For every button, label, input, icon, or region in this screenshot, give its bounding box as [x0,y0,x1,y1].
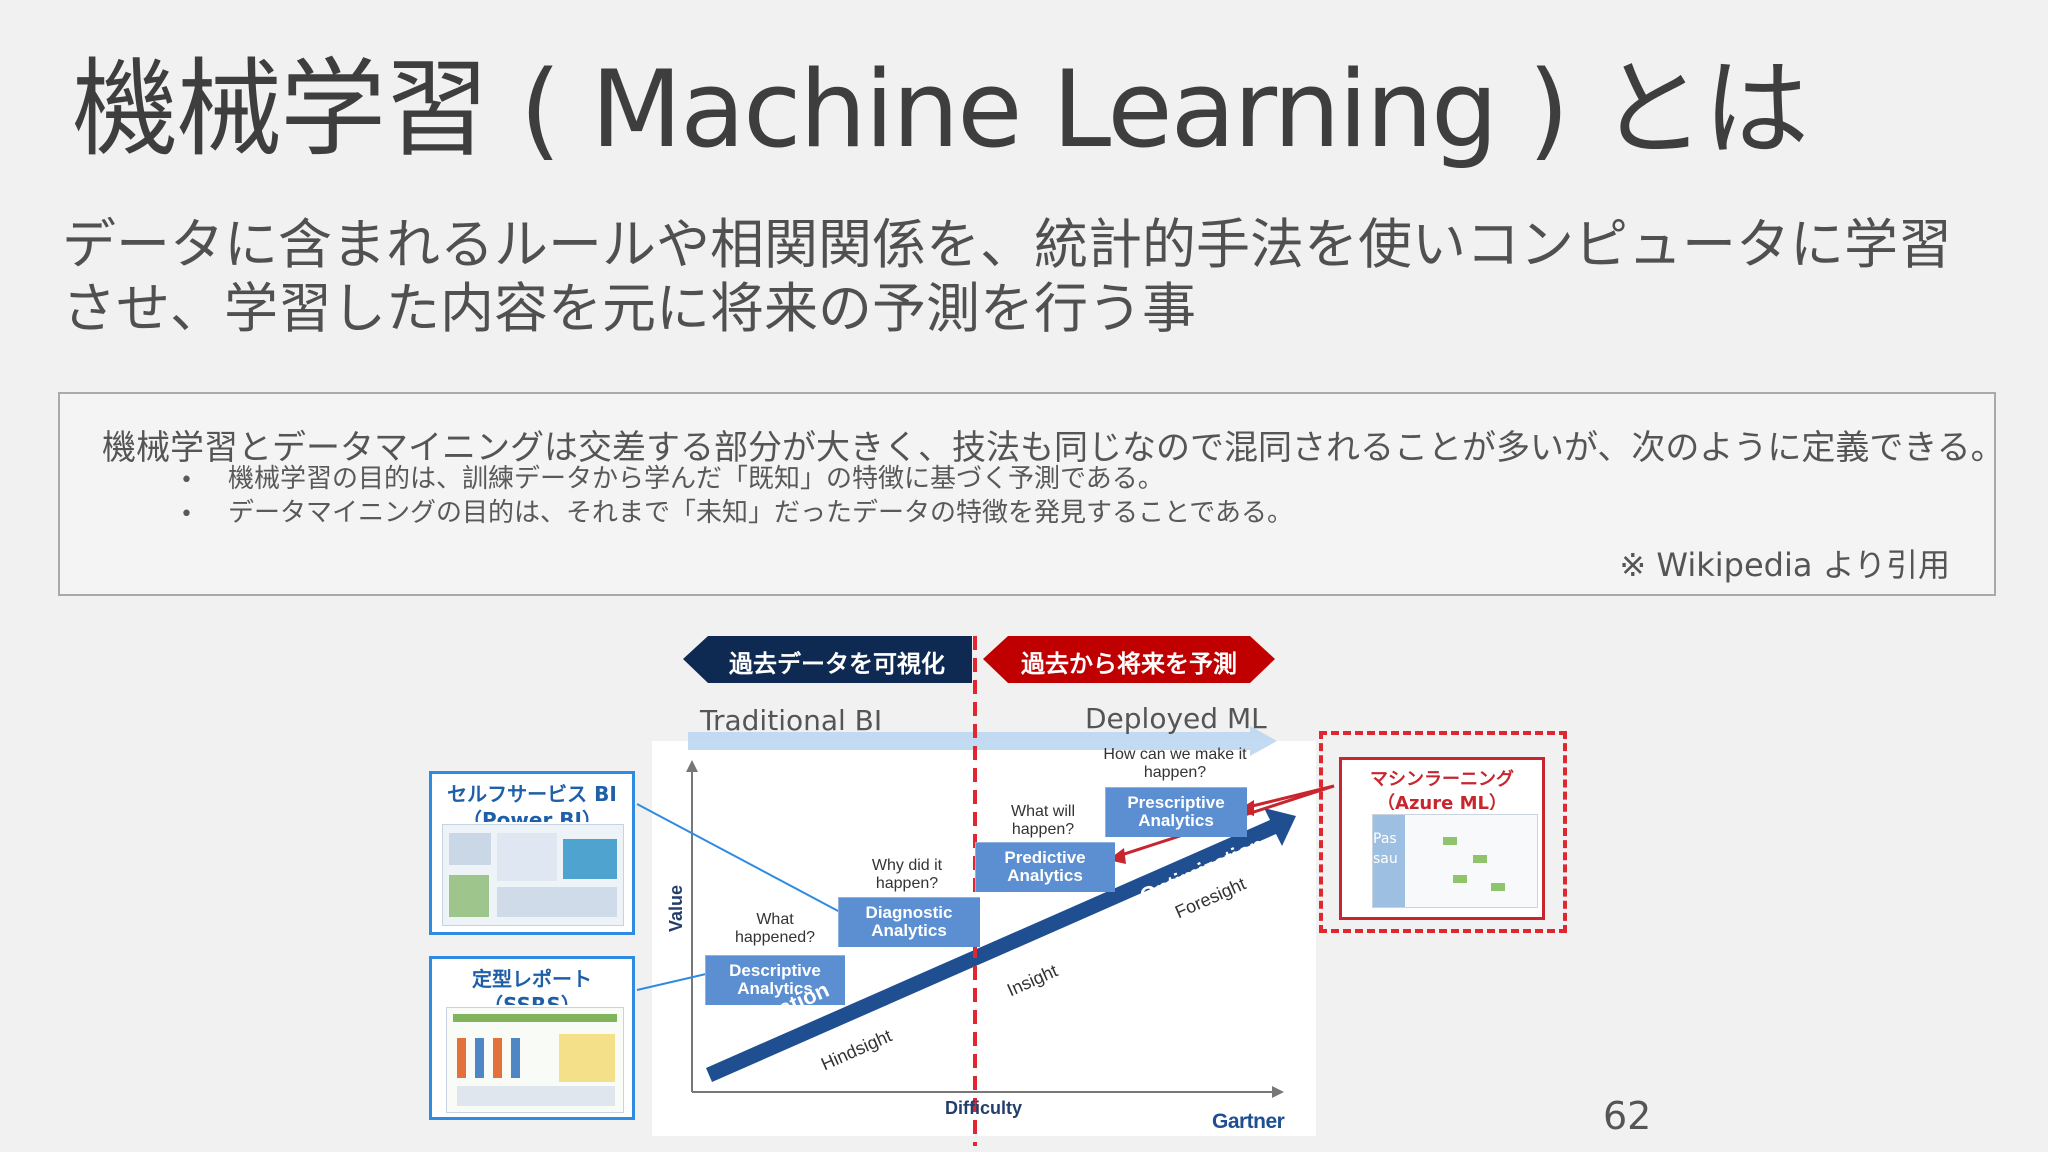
header-left-label: 過去データを可視化 [729,650,945,678]
ml-screenshot-sidebar: Pas sau [1373,815,1405,907]
ssrs-card: 定型レポート （SSRS） [429,956,635,1120]
slide-title: 機械学習 ( Machine Learning ) とは [72,48,1809,171]
ml-side-text: sau [1373,851,1398,867]
question-descriptive: What happened? [734,911,816,946]
ssrs-card-subtitle: （SSRS） [483,993,581,1005]
screenshot-panel [559,1034,615,1082]
descriptive-analytics-box: Descriptive Analytics [705,955,845,1005]
power-bi-card-title: セルフサービス BI [447,782,617,806]
bullet-text: データマイニングの目的は、それまで「未知」だったデータの特徴を発見することである… [228,498,1293,528]
ml-side-text: Pas [1373,831,1397,847]
power-bi-card: セルフサービス BI （Power BI） [429,771,635,935]
screenshot-panel [563,839,617,879]
deployed-ml-label: Deployed ML [1085,702,1267,735]
screenshot-panel [1491,883,1505,891]
page-number: 62 [1603,1094,1652,1138]
header-right-label: 過去から将来を予測 [1021,650,1237,678]
screenshot-panel [1473,855,1487,863]
machine-learning-card: マシンラーニング （Azure ML） Pas sau [1339,757,1545,920]
screenshot-panel [449,833,491,865]
quote-box: 機械学習とデータマイニングは交差する部分が大きく、技法も同じなので混同されること… [58,392,2005,596]
question-diagnostic: Why did it happen? [871,857,943,892]
list-item: • データマイニングの目的は、それまで「未知」だったデータの特徴を発見することであ… [180,496,1293,530]
screenshot-panel [1443,837,1457,845]
ml-card-title: マシンラーニング [1370,769,1514,790]
traditional-bi-label: Traditional BI [700,704,883,737]
gartner-logo: Gartner [1212,1110,1285,1133]
diagnostic-analytics-box: Diagnostic Analytics [838,897,980,947]
bullet-icon: • [180,468,193,493]
machine-learning-dashed-frame [1319,731,1567,933]
screenshot-panel [457,1038,547,1078]
screenshot-panel [449,875,489,917]
ssrs-screenshot [446,1007,624,1113]
list-item: • 機械学習の目的は、訓練データから学んだ「既知」の特徴に基づく予測である。 [180,462,1293,496]
screenshot-panel [453,1014,617,1022]
x-axis-label: Difficulty [945,1098,1023,1118]
screenshot-panel [497,833,557,881]
azure-ml-screenshot: Pas sau [1372,814,1538,908]
y-axis-label: Value [666,884,686,932]
predictive-analytics-box: Predictive Analytics [975,842,1115,892]
ssrs-card-title: 定型レポート [472,967,592,991]
screenshot-panel [457,1086,615,1106]
prescriptive-analytics-box: Prescriptive Analytics [1105,787,1247,837]
ml-card-subtitle: （Azure ML） [1377,793,1507,810]
screenshot-panel [497,887,617,917]
quote-bullet-list: • 機械学習の目的は、訓練データから学んだ「既知」の特徴に基づく予測である。 • デ… [180,462,1293,530]
bullet-text: 機械学習の目的は、訓練データから学んだ「既知」の特徴に基づく予測である。 [228,464,1164,494]
power-bi-card-subtitle: （Power BI） [462,808,602,822]
power-bi-screenshot [442,824,624,926]
question-predictive: What will happen? [1010,803,1075,838]
question-prescriptive: How can we make it happen? [1103,746,1247,781]
bullet-icon: • [180,502,193,527]
quote-main-text: 機械学習とデータマイニングは交差する部分が大きく、技法も同じなので混同されること… [102,428,2005,468]
screenshot-panel [1453,875,1467,883]
slide-subtitle: データに含まれるルールや相関関係を、統計的手法を使いコンピュータに学習させ、学習… [62,213,1952,340]
quote-source: ※ Wikipedia より引用 [1619,546,1950,584]
